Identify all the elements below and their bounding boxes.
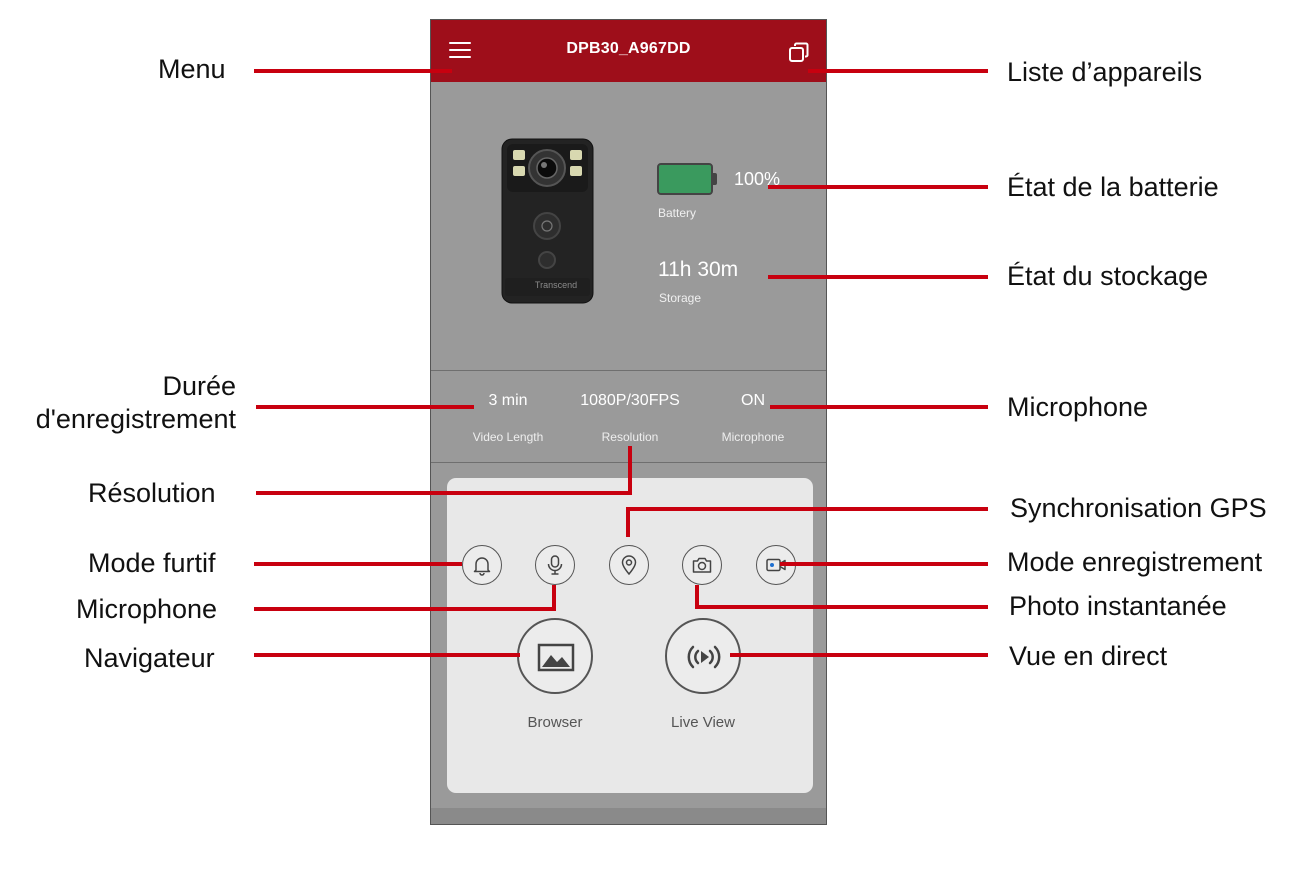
microphone-status-value: ON: [741, 392, 765, 409]
callout-line-gps-v: [626, 507, 630, 537]
device-title: DPB30_A967DD: [566, 40, 691, 57]
image-icon: [537, 643, 575, 672]
callout-stealth-mode: Mode furtif: [88, 548, 216, 578]
callout-line-mic-toggle-v: [552, 585, 556, 611]
callout-storage: État du stockage: [1007, 261, 1209, 291]
browser-button[interactable]: [517, 618, 593, 694]
callout-line-live-view: [730, 653, 988, 657]
live-view-label: Live View: [671, 714, 735, 731]
menu-icon[interactable]: [449, 42, 471, 60]
control-panel: [447, 478, 813, 793]
browser-label: Browser: [527, 714, 583, 731]
callout-line-resolution-h: [256, 491, 632, 495]
callout-browser: Navigateur: [84, 643, 215, 673]
callout-line-device-list: [808, 69, 988, 73]
callout-line-storage: [768, 275, 988, 279]
live-view-icon: [687, 645, 721, 669]
callout-device-list: Liste d’appareils: [1007, 57, 1203, 87]
bell-icon: [473, 557, 491, 576]
location-pin-icon: [621, 555, 637, 576]
callout-line-stealth: [254, 562, 462, 566]
camera-brand-label: Transcend: [534, 280, 578, 290]
callout-resolution: Résolution: [88, 478, 216, 508]
callout-microphone-status: Microphone: [1007, 392, 1149, 422]
callout-line-resolution-v: [628, 446, 632, 495]
resolution-value: 1080P/30FPS: [580, 392, 680, 409]
callout-line-browser: [254, 653, 520, 657]
device-list-icon[interactable]: [788, 42, 810, 64]
callout-line-recording-mode: [780, 562, 988, 566]
stealth-mode-button[interactable]: [462, 545, 502, 585]
resolution-label: Resolution: [601, 430, 659, 444]
divider-top: [431, 370, 826, 371]
callout-live-view: Vue en direct: [1009, 641, 1168, 671]
app-header: DPB30_A967DD: [431, 20, 826, 82]
callout-line-gps-h: [626, 507, 988, 511]
phone-screen: DPB30_A967DD Transcend 100% Battery 11h …: [430, 19, 827, 825]
camera-icon: [692, 557, 712, 573]
snapshot-button[interactable]: [682, 545, 722, 585]
callout-line-menu: [254, 69, 452, 73]
callout-gps-sync: Synchronisation GPS: [1010, 493, 1267, 523]
callout-line-mic-toggle-h: [254, 607, 556, 611]
video-length-value: 3 min: [488, 392, 528, 409]
body-camera-image: [501, 138, 594, 304]
callout-video-length: Durée d'enregistrement: [35, 371, 236, 434]
callout-line-snapshot-v: [695, 585, 699, 609]
callout-line-snapshot-h: [695, 605, 988, 609]
callout-line-video-length: [256, 405, 474, 409]
callout-recording-mode: Mode enregistrement: [1007, 547, 1263, 577]
video-length-label: Video Length: [472, 430, 544, 444]
microphone-status-label: Microphone: [721, 430, 785, 444]
storage-label: Storage: [659, 291, 702, 305]
battery-percent: 100%: [734, 169, 781, 189]
battery-label: Battery: [658, 206, 697, 220]
microphone-toggle-button[interactable]: [535, 545, 575, 585]
battery-icon: [657, 163, 717, 195]
callout-line-microphone-status: [770, 405, 988, 409]
gps-sync-button[interactable]: [609, 545, 649, 585]
callout-battery: État de la batterie: [1007, 172, 1219, 202]
microphone-icon: [547, 555, 563, 575]
storage-value: 11h 30m: [658, 258, 739, 281]
callout-microphone-toggle: Microphone: [76, 594, 218, 624]
bottom-strip: [431, 808, 826, 824]
callout-line-battery: [768, 185, 988, 189]
callout-snapshot: Photo instantanée: [1009, 591, 1227, 621]
callout-menu: Menu: [158, 54, 226, 84]
